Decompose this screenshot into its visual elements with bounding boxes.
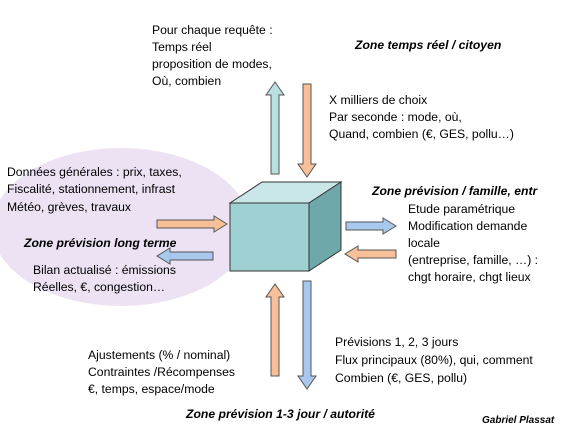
text-line: Données générales : prix, taxes, [7,165,182,179]
text-line: Pour chaque requête : [152,23,273,37]
arrow-up-top [265,81,285,175]
text-line: locale [408,236,440,250]
cube-front-face [229,202,310,272]
arrow-down-top [297,83,317,178]
text-line: Ajustements (% / nominal) [88,348,231,362]
text-line: Combien (€, GES, pollu) [335,371,468,385]
text-line: Etude paramétrique [408,202,516,216]
text-line: X milliers de choix [329,93,428,107]
arrow-right-left-in [156,215,228,233]
zone-long-terme-label: Zone prévision long terme [24,236,177,250]
text-line: Réelles, €, congestion… [33,280,166,294]
text-line: proposition de modes, [152,57,272,71]
arrow-left-right-in [344,245,397,263]
text-line: Quand, combien (€, GES, pollu…) [329,127,514,141]
text-line: Flux principaux (80%), qui, comment [335,353,533,367]
arrow-left-left-out [156,247,214,265]
text-line: (entreprise, famille, …) : [408,253,539,267]
text-line: Bilan actualisé : émissions [33,263,176,277]
author-credit: Gabriel Plassat [482,415,555,426]
text-line: Par seconde : mode, où, [329,110,462,124]
zone-famille-label: Zone prévision / famille, entr [372,184,538,198]
zone-temps-reel-label: Zone temps réel / citoyen [355,38,502,52]
text-line: Où, combien [152,74,222,88]
text-line: Prévisions 1, 2, 3 jours [335,335,459,349]
text-line: chgt horaire, chgt lieux [408,270,531,284]
text-line: Modification demande [408,219,528,233]
text-line: Temps réel [152,40,212,54]
text-line: €, temps, espace/mode [88,382,215,396]
arrow-up-bottom [265,283,285,377]
text-line: Fiscalité, stationnement, infrast [7,182,175,196]
text-line: Météo, grèves, travaux [7,200,131,214]
zone-autorite-label: Zone prévision 1-3 jour / autorité [186,407,375,421]
arrow-down-bottom [297,280,317,390]
text-line: Contraintes /Récompenses [88,365,235,379]
central-cube [228,181,343,272]
arrow-right-right-out [345,217,397,235]
